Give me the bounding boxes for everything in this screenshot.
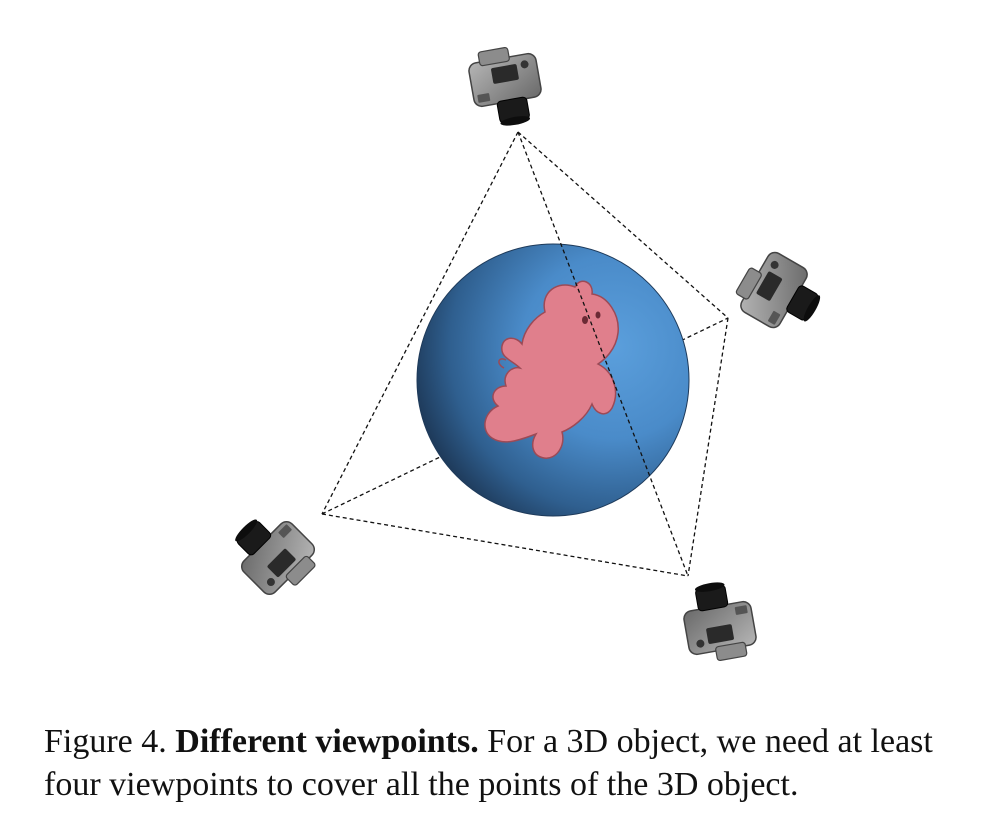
viewpoint-figure <box>220 41 832 667</box>
caption-title: Different viewpoints. <box>175 723 479 760</box>
3d-object-toy <box>484 280 619 459</box>
camera-bottom-right <box>677 576 760 667</box>
figure-caption: Figure 4. Different viewpoints. For a 3D… <box>44 720 994 806</box>
edge-top-bottomright <box>517 131 689 577</box>
camera-right <box>728 243 832 344</box>
edge-right-bottomright <box>687 317 729 577</box>
edge-top-right <box>517 131 729 319</box>
edge-bottomleft-bottomright <box>321 513 689 577</box>
camera-bottom-left <box>220 500 326 606</box>
caption-text: For a 3D object, we need at least four v… <box>44 723 933 803</box>
edge-top-bottomleft <box>321 131 519 515</box>
camera-top <box>465 41 548 132</box>
caption-label: Figure 4. <box>44 723 167 760</box>
